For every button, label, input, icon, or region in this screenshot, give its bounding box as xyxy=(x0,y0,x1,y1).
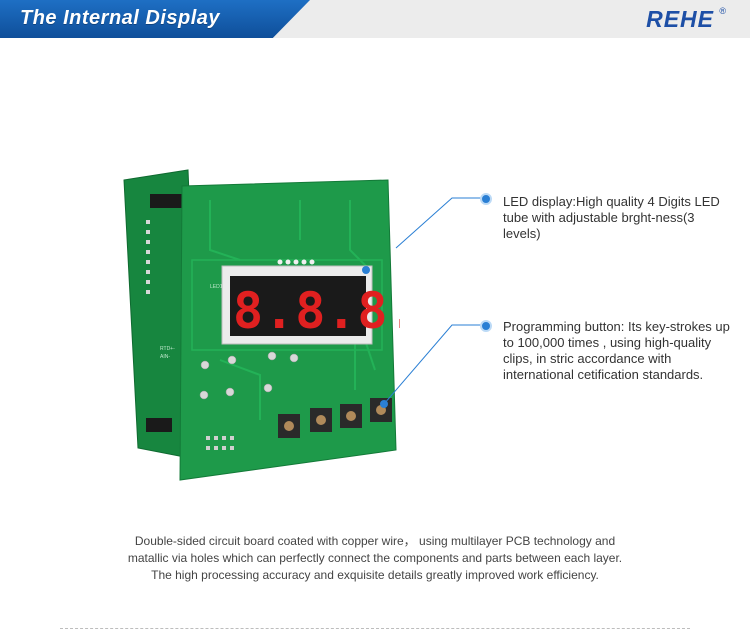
black-connector-top xyxy=(150,194,186,208)
callout-programming-button: Programming button: Its key-strokes up t… xyxy=(503,319,730,382)
copper-traces xyxy=(209,200,376,420)
callout-led-display: LED display:High quality 4 Digits LED tu… xyxy=(503,194,720,241)
silkscreen-led-label: LED1 xyxy=(210,284,223,290)
pcb-board-image: LED1 8.8.8.8 RTD+- AIN- xyxy=(123,169,400,481)
brand-logo: REHE xyxy=(646,6,714,32)
product-description: Double-sided circuit board coated with c… xyxy=(60,533,690,584)
header-title-band xyxy=(0,0,310,38)
led-face xyxy=(230,276,366,336)
leader-line-led xyxy=(395,197,486,249)
black-connector-bottom xyxy=(146,418,172,432)
header-bar: The Internal Display REHE ® xyxy=(0,0,750,38)
side-pin-header xyxy=(146,220,150,294)
registered-mark-icon: ® xyxy=(719,6,726,16)
page-title: The Internal Display xyxy=(20,7,221,29)
silkscreen-side-text-1: RTD+- xyxy=(160,346,175,352)
callout-bullet-icon xyxy=(480,193,492,205)
programming-buttons xyxy=(278,398,392,438)
footer-divider xyxy=(60,628,690,629)
led-digits: 8.8.8.8 xyxy=(233,282,400,340)
silkscreen-side-text-2: AIN- xyxy=(160,354,170,360)
bottom-pin-header xyxy=(206,436,234,450)
description-line: Double-sided circuit board coated with c… xyxy=(134,534,616,548)
led-pin-row xyxy=(277,259,315,265)
description-line: matallic via holes which can perfectly c… xyxy=(127,551,623,565)
callout-bullet-icon xyxy=(480,320,492,332)
indicator-leds xyxy=(199,351,299,400)
description-line: The high processing accuracy and exquisi… xyxy=(151,568,599,582)
